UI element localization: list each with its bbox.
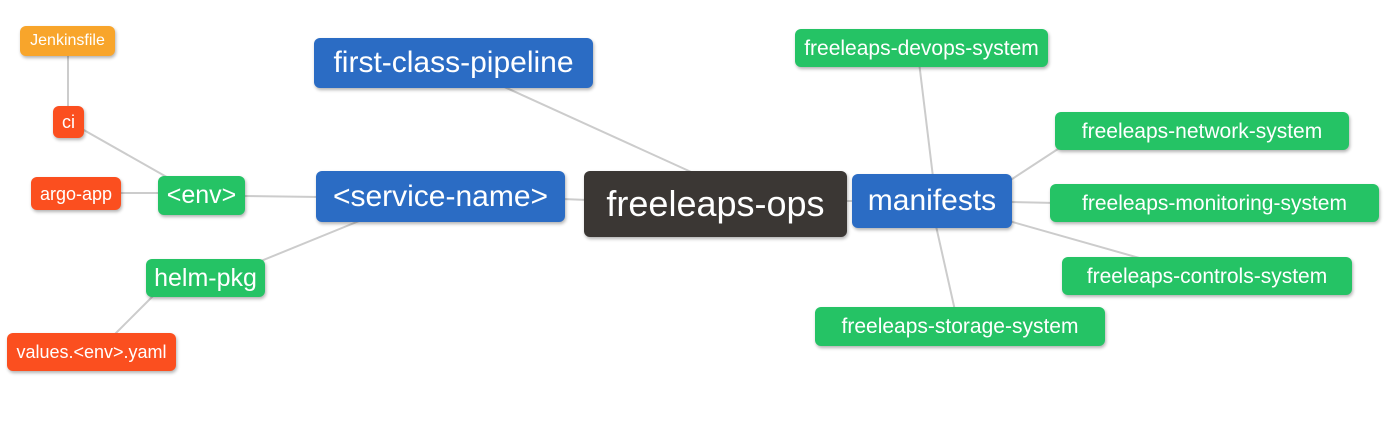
edge-manifests-to-freeleaps-controls-system xyxy=(1008,220,1151,262)
node-manifests[interactable]: manifests xyxy=(852,174,1012,228)
node-label: argo-app xyxy=(39,183,113,204)
node-freeleaps-monitoring-system[interactable]: freeleaps-monitoring-system xyxy=(1050,184,1379,222)
node-label: freeleaps-devops-system xyxy=(804,36,1039,60)
node-env[interactable]: <env> xyxy=(158,176,245,215)
node-first-class-pipeline[interactable]: first-class-pipeline xyxy=(314,38,593,88)
node-label: freeleaps-monitoring-system xyxy=(1082,191,1347,215)
node-label: first-class-pipeline xyxy=(333,46,574,79)
node-label: freeleaps-storage-system xyxy=(841,315,1079,338)
node-label: values.<env>.yaml xyxy=(16,342,167,362)
edge-service-name-to-freeleaps-ops xyxy=(561,198,589,201)
node-jenkinsfile[interactable]: Jenkinsfile xyxy=(20,26,115,56)
node-label: <service-name> xyxy=(332,179,549,213)
node-service-name[interactable]: <service-name> xyxy=(316,171,565,222)
node-freeleaps-ops[interactable]: freeleaps-ops xyxy=(584,171,847,237)
node-label: freeleaps-ops xyxy=(606,183,825,224)
node-freeleaps-devops-system[interactable]: freeleaps-devops-system xyxy=(795,29,1048,67)
node-label: freeleaps-controls-system xyxy=(1086,264,1328,288)
edge-manifests-to-freeleaps-storage-system xyxy=(935,225,957,316)
edge-manifests-to-freeleaps-devops-system xyxy=(918,61,934,178)
node-label: <env> xyxy=(166,181,237,209)
node-freeleaps-storage-system[interactable]: freeleaps-storage-system xyxy=(815,307,1105,346)
node-label: manifests xyxy=(867,184,997,217)
node-values-env-yaml[interactable]: values.<env>.yaml xyxy=(7,333,176,371)
node-argo-app[interactable]: argo-app xyxy=(31,177,121,210)
edge-first-class-pipeline-to-freeleaps-ops xyxy=(499,84,701,177)
edge-manifests-to-freeleaps-monitoring-system xyxy=(1008,201,1057,204)
node-label: Jenkinsfile xyxy=(30,32,105,49)
node-label: ci xyxy=(62,112,75,132)
node-label: helm-pkg xyxy=(154,263,257,292)
edge-env-to-service-name xyxy=(241,195,321,198)
edge-service-name-to-helm-pkg xyxy=(255,218,365,264)
edge-ci-to-env xyxy=(81,128,173,181)
edge-manifests-to-freeleaps-network-system xyxy=(1008,146,1062,182)
node-label: freeleaps-network-system xyxy=(1081,119,1323,143)
node-freeleaps-network-system[interactable]: freeleaps-network-system xyxy=(1055,112,1349,150)
node-helm-pkg[interactable]: helm-pkg xyxy=(146,259,265,297)
edge-helm-pkg-to-values-env-yaml xyxy=(111,293,156,338)
node-ci[interactable]: ci xyxy=(53,106,84,138)
node-freeleaps-controls-system[interactable]: freeleaps-controls-system xyxy=(1062,257,1352,295)
